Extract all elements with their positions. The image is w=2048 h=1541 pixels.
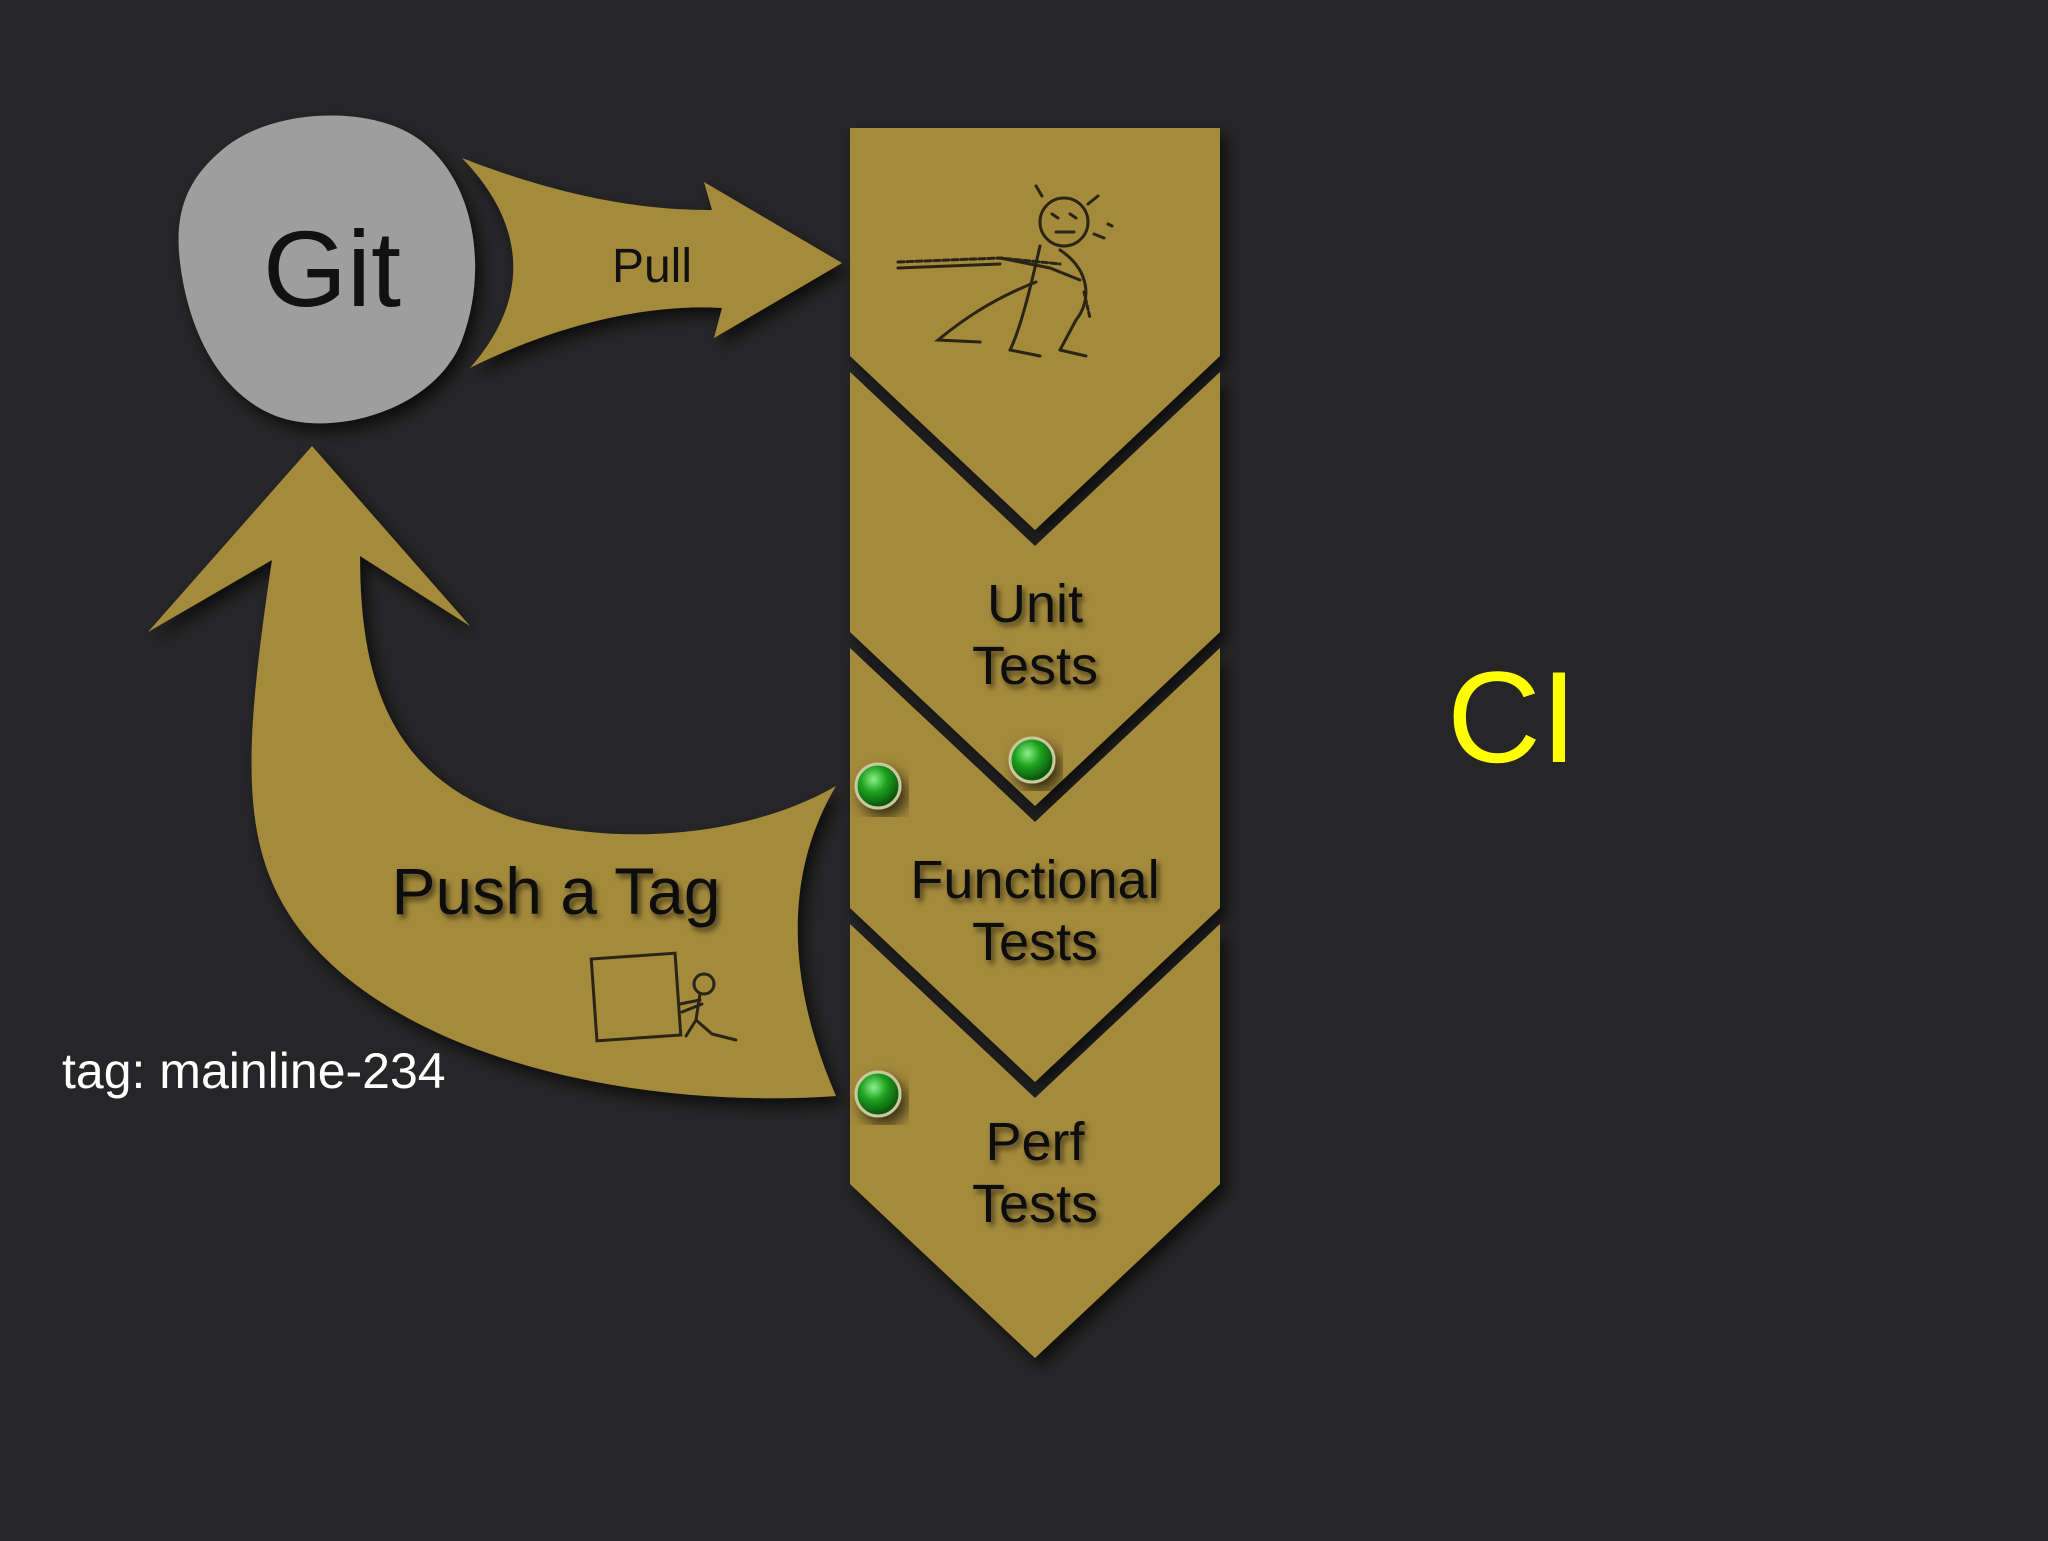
git-blob-shape: [178, 115, 476, 424]
functional-tests-status-indicator: [854, 762, 902, 810]
ci-label: CI: [1447, 644, 1577, 790]
pipeline-stage-functional-tests: [850, 648, 1220, 1082]
push-arrow: [148, 446, 836, 1099]
tag-note: tag: mainline-234: [62, 1043, 446, 1099]
pipeline-stage-perf-tests: [850, 924, 1220, 1358]
unit-tests-label-line1: Unit: [987, 574, 1083, 634]
perf-tests-status-indicator: [854, 1070, 902, 1118]
perf-tests-label-line2: Tests: [972, 1174, 1098, 1234]
tug-of-war-figure-icon: [896, 184, 1114, 358]
pull-arrow: [462, 158, 842, 368]
pipeline-stage-unit-tests: [850, 372, 1220, 806]
pull-label: Pull: [612, 240, 692, 293]
unit-tests-status-indicator: [1008, 736, 1056, 784]
unit-tests-label-line2: Tests: [972, 636, 1098, 696]
pipeline-stage-intake: [850, 128, 1220, 530]
pull-arrow-shape: [462, 158, 842, 368]
push-arrow-shape: [148, 446, 836, 1099]
push-label: Push a Tag: [391, 854, 720, 928]
ci-pipeline: Unit Tests Functional Tests Perf Tests: [850, 128, 1220, 1358]
functional-tests-label-line2: Tests: [972, 912, 1098, 972]
functional-tests-label-line1: Functional: [910, 850, 1159, 910]
pushing-box-figure-icon: [589, 951, 738, 1043]
git-node: [178, 115, 476, 424]
perf-tests-label-line1: Perf: [985, 1112, 1085, 1172]
git-label: Git: [263, 208, 401, 329]
